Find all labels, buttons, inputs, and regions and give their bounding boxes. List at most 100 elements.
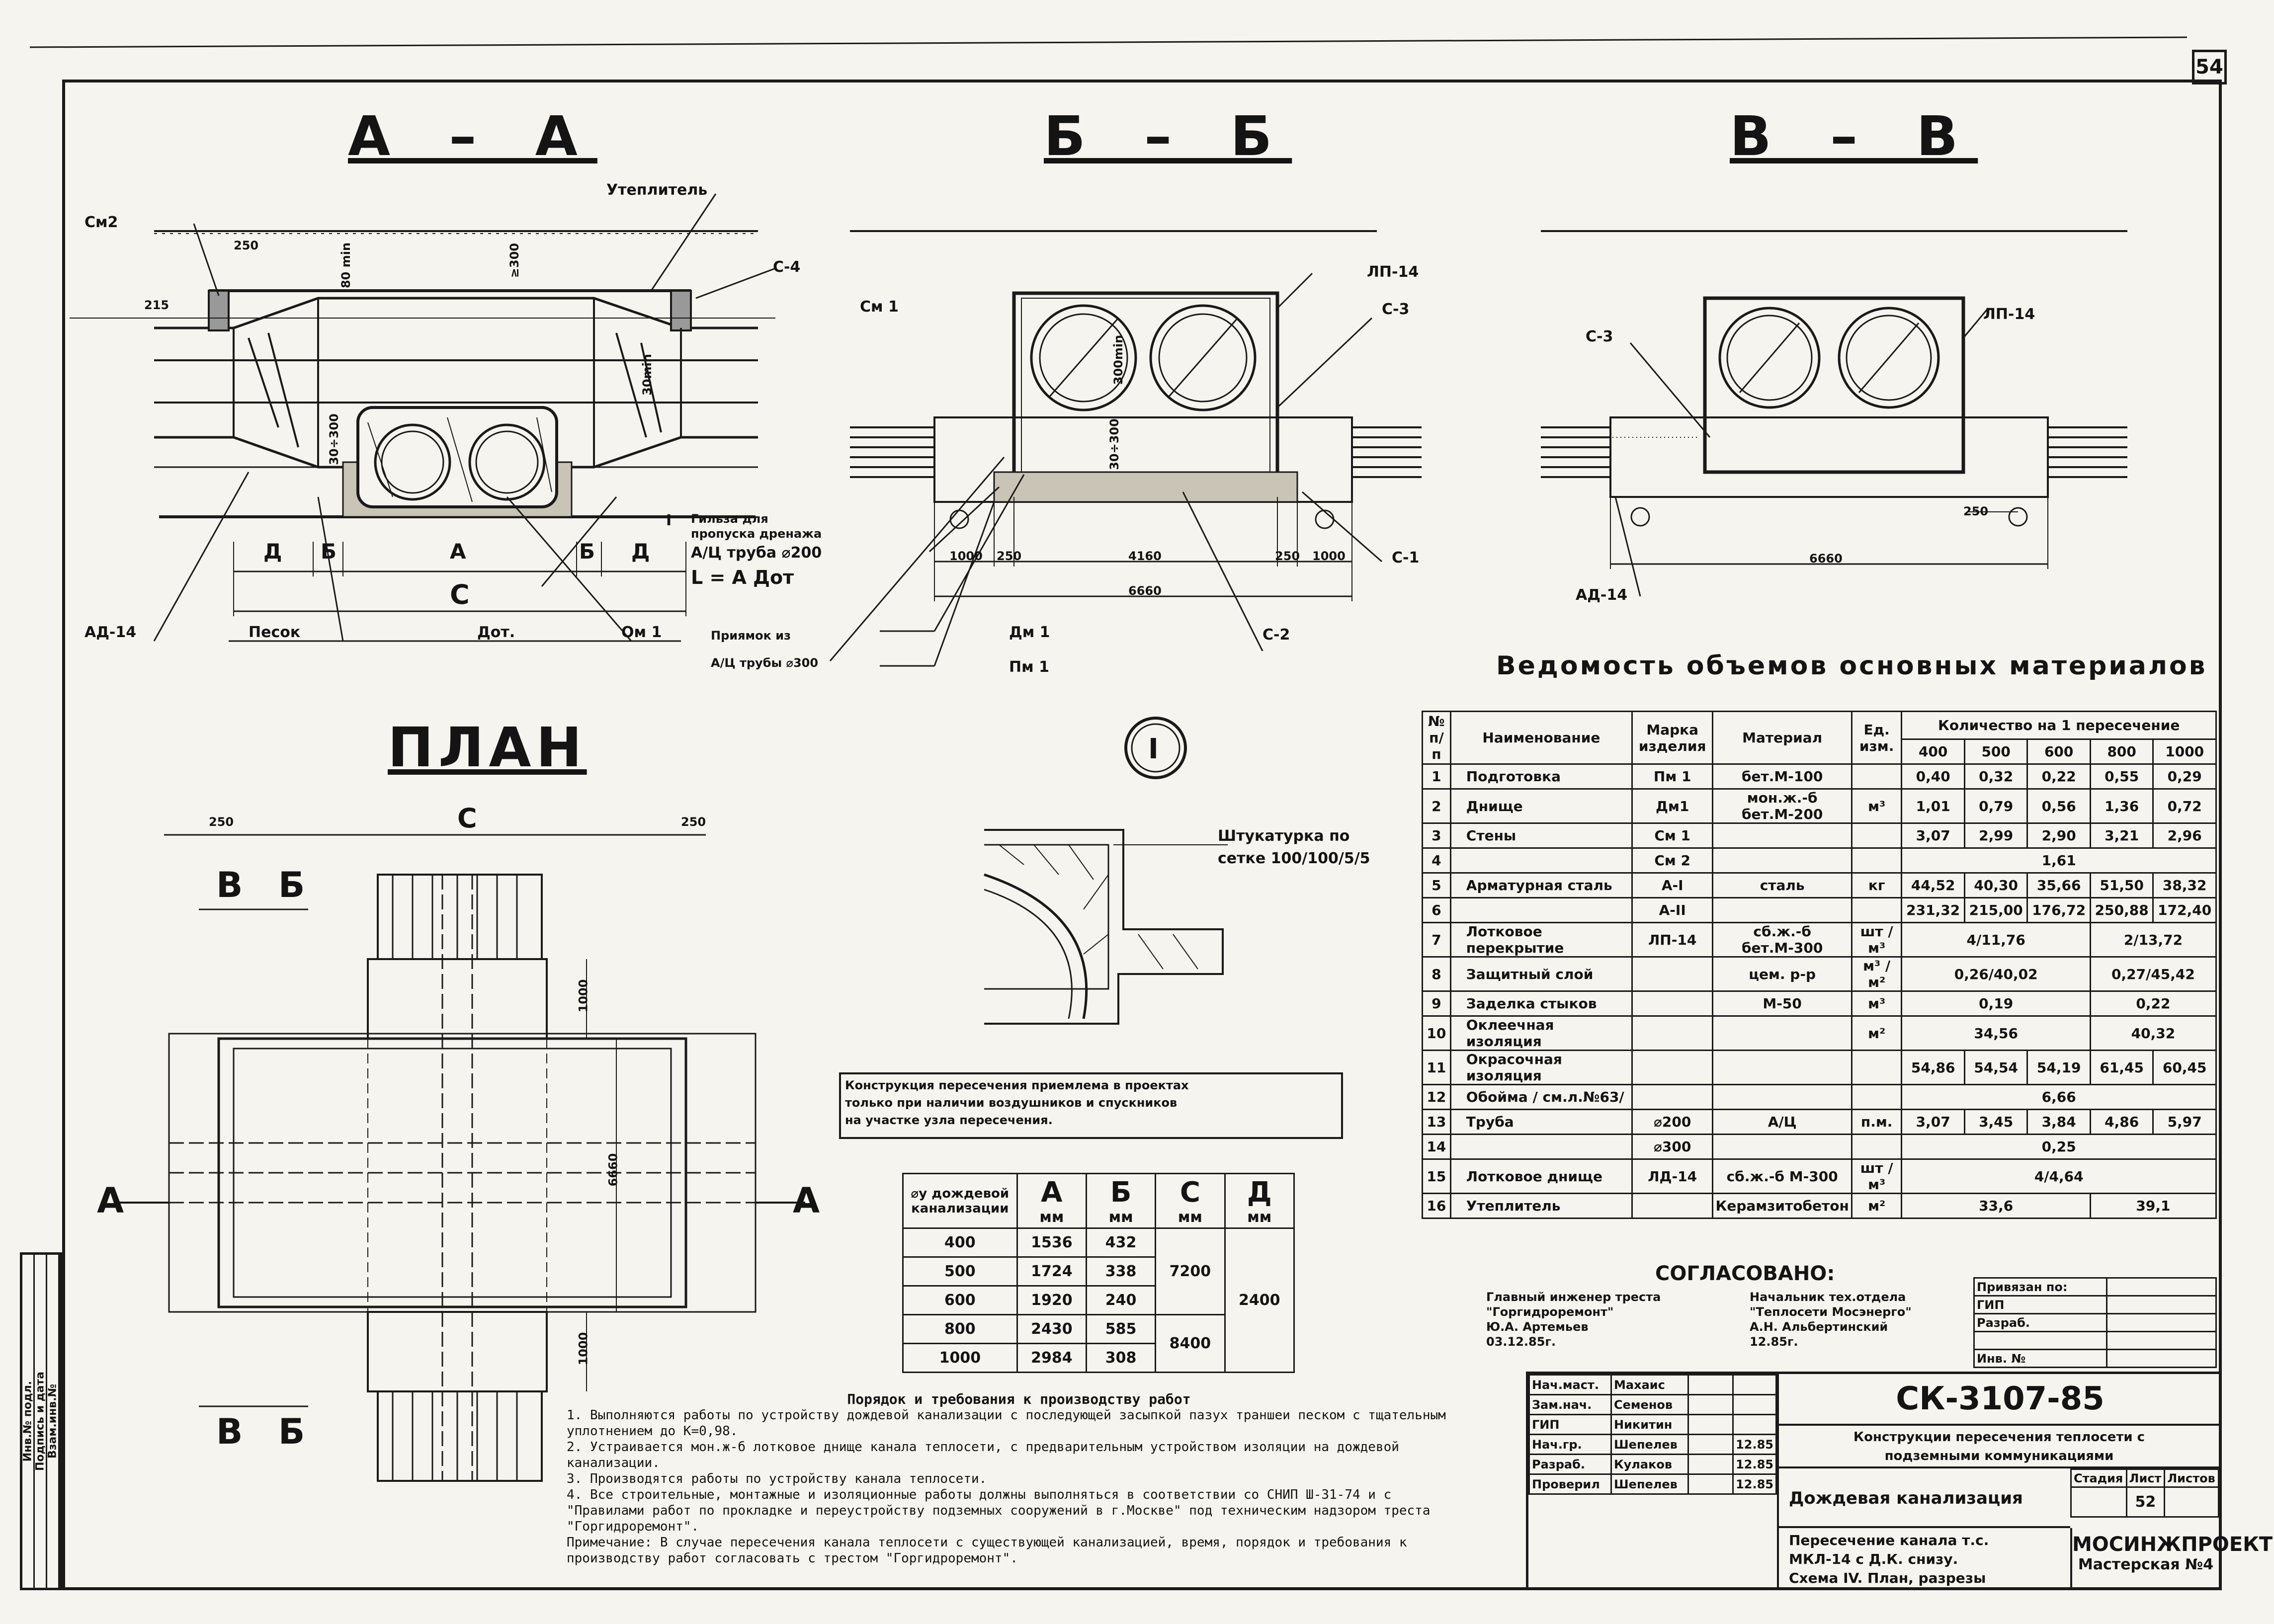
table-cell: Обойма / см.л.№63/ <box>1449 1084 1633 1110</box>
table-cell <box>1851 763 1903 790</box>
table-cell: 1536 <box>1016 1227 1088 1258</box>
label-vv-ad14: АД-14 <box>1576 586 1628 604</box>
label-30-300-b: 30÷300 <box>1107 418 1121 470</box>
stamp-project: Конструкции пересечения теплосети с подз… <box>1777 1424 2219 1468</box>
table-cell: ⌀300 <box>1631 1134 1714 1160</box>
table-cell: 500 <box>902 1256 1018 1287</box>
table-cell: 40,32 <box>2089 1015 2217 1051</box>
table-cell: 34,56 <box>1901 1015 2091 1051</box>
plan-label-250-right: 250 <box>681 815 706 829</box>
plan-label-v-top: В <box>216 865 243 905</box>
table-cell: Заделка стыков <box>1449 990 1633 1017</box>
table-cell: 0,22 <box>2089 990 2217 1017</box>
note-item: Примечание: В случае пересечения канала … <box>567 1535 1407 1566</box>
table-cell: 432 <box>1086 1227 1157 1258</box>
label-uteplitel: Утеплитель <box>606 181 708 199</box>
table-cell <box>1631 1084 1714 1110</box>
stamp-cell: Шепелев <box>1610 1473 1689 1495</box>
label-30-300: 30÷300 <box>327 413 341 465</box>
plan-label-c: С <box>457 803 477 834</box>
table-cell <box>1631 1015 1714 1051</box>
stamp-cell: Махаис <box>1610 1374 1689 1395</box>
label-pesok: Песок <box>249 624 301 641</box>
table-cell: 0,27/45,42 <box>2089 956 2217 992</box>
table-cell: 2,96 <box>2152 822 2217 849</box>
table-cell: 10 <box>1422 1015 1451 1051</box>
plan-label-a-right: А <box>793 1180 820 1221</box>
table-cell: 3,07 <box>1901 822 1965 849</box>
label-1000-left: 1000 <box>949 549 983 563</box>
table-cell: А-II <box>1631 897 1714 923</box>
table-cell: Пм 1 <box>1631 763 1714 790</box>
label-4160: 4160 <box>1128 549 1162 563</box>
table-cell: кг <box>1851 872 1903 898</box>
table-cell: 1724 <box>1016 1256 1088 1287</box>
label-sm2: См2 <box>84 214 118 231</box>
label-a: А <box>450 539 466 564</box>
table-cell: 585 <box>1086 1314 1157 1344</box>
label-300: ≥300 <box>507 243 522 278</box>
label-30min: 30min <box>640 354 654 396</box>
plan-title: ПЛАН <box>388 716 587 779</box>
stamp-cell: Нач.маст. <box>1528 1374 1612 1395</box>
table-cell: 12 <box>1422 1084 1451 1110</box>
label-dm1: Дм 1 <box>1009 624 1050 641</box>
table-cell: 6,66 <box>1901 1084 2217 1110</box>
note-item: 3. Производятся работы по устройству кан… <box>567 1471 987 1486</box>
table-cell: 2 <box>1422 788 1451 824</box>
table-cell: 2430 <box>1016 1314 1088 1344</box>
stamp-cell: Никитин <box>1610 1414 1689 1435</box>
mat-h-qty: Количество на 1 пересечение <box>1901 711 2217 740</box>
sheet-border <box>62 80 2222 1590</box>
table-cell: 38,32 <box>2152 872 2217 898</box>
table-cell: 240 <box>1086 1285 1157 1315</box>
label-vv-lp14: ЛП-14 <box>1983 306 2035 323</box>
table-cell: 1,36 <box>2089 788 2154 824</box>
label-sm1: См 1 <box>860 298 899 316</box>
table-cell: 6 <box>1422 897 1451 923</box>
label-80min: 80 min <box>339 242 353 289</box>
table-cell: 4/11,76 <box>1901 922 2091 958</box>
side-strip: Инв.№ подл. Подпись и дата Взам.инв.№ <box>20 1252 62 1590</box>
table-cell: 0,19 <box>1901 990 2091 1017</box>
side-strip-cell: Инв.№ подл. <box>22 1255 35 1588</box>
label-dot: Дот. <box>477 624 515 641</box>
plan-label-6660: 6660 <box>606 1153 620 1187</box>
table-cell: 44,52 <box>1901 872 1965 898</box>
label-om1: Ом 1 <box>621 624 662 641</box>
table-cell <box>1631 990 1714 1017</box>
stamp-date: 12.85 <box>1732 1454 1777 1475</box>
mat-h-dn: 600 <box>2026 738 2091 765</box>
section-aa-title: А – А <box>348 104 597 168</box>
table-cell: 0,40 <box>1901 763 1965 790</box>
table-cell <box>1631 1050 1714 1085</box>
label-s4: С-4 <box>773 258 801 276</box>
stamp-cell: Шепелев <box>1610 1434 1689 1455</box>
mat-h-mark: Марка изделия <box>1631 711 1714 765</box>
table-cell: 54,86 <box>1901 1050 1965 1085</box>
stamp-cell: Кулаков <box>1610 1454 1689 1475</box>
table-cell: 4,86 <box>2089 1109 2154 1135</box>
table-cell: 0,22 <box>2026 763 2091 790</box>
label-gilza-1: Гильза для <box>691 512 768 526</box>
table-cell: 0,55 <box>2089 763 2154 790</box>
notes-block: Порядок и требования к производству рабо… <box>567 1391 1471 1566</box>
table-cell: 3,07 <box>1901 1109 1965 1135</box>
table-cell <box>1712 1050 1853 1085</box>
table-cell: 7 <box>1422 922 1451 958</box>
table-cell: Керамзитобетон <box>1712 1193 1853 1219</box>
table-cell: 51,50 <box>2089 872 2154 898</box>
table-cell: ЛП-14 <box>1631 922 1714 958</box>
materials-title: Ведомость объемов основных материалов <box>1496 651 2207 681</box>
